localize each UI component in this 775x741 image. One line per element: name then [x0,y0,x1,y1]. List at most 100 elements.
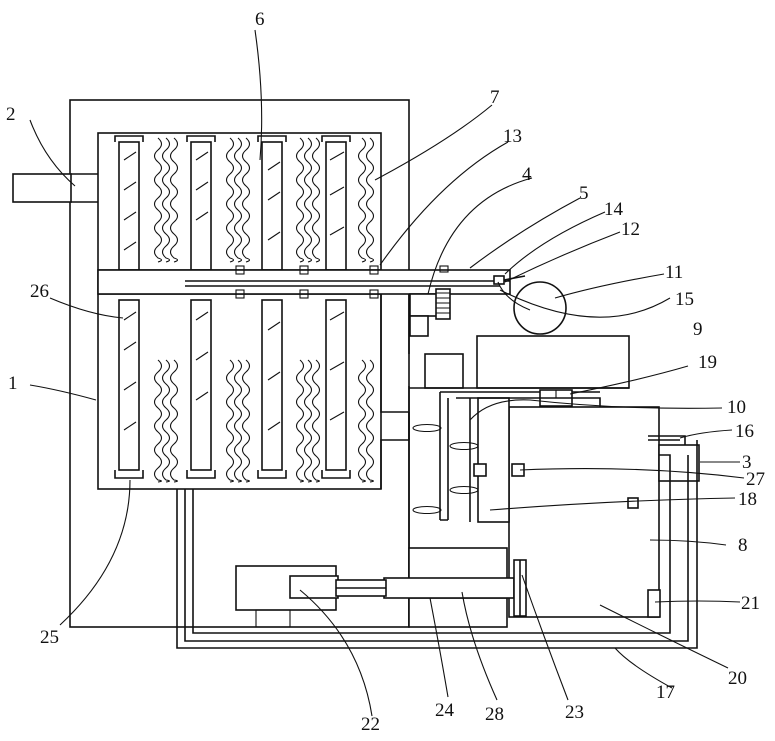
callout-6: 6 [255,9,265,30]
lower-plate-group [114,299,351,479]
leader-5 [469,197,581,269]
leader-14 [504,211,606,275]
leader-7 [374,104,493,181]
roller-1 [235,265,245,275]
leader-2 [29,119,76,187]
leader-23 [521,574,569,701]
leader-13 [379,141,509,266]
housing [69,99,410,628]
callout-18: 18 [738,489,757,510]
heating-wire-upper-9 [311,137,321,263]
heating-wire-lower-11 [365,359,375,483]
leader-18 [489,497,736,511]
small-box [424,353,464,389]
heating-wire-upper-2 [161,137,171,263]
callout-27: 27 [746,469,765,490]
heating-wire-upper-6 [241,137,251,263]
cam-wheel [513,281,567,335]
motor-4 [409,293,439,317]
leader-lines [29,29,745,717]
callout-8: 8 [738,535,748,556]
leader-12 [504,231,621,283]
piston-rod-28 [383,577,515,599]
leader-27 [519,468,745,479]
lower-plate-2 [190,299,212,471]
lower-plate-caps [114,470,351,479]
hole-4 [412,505,442,515]
leader-20 [599,604,729,669]
callout-24: 24 [435,700,455,721]
frame-19 [439,391,600,521]
leader-24 [429,597,449,698]
leader-4 [427,177,533,295]
leader-8 [649,539,727,546]
upper-plate-3 [261,141,283,271]
callout-9: 9 [693,319,703,340]
callout-4: 4 [522,164,532,185]
upper-plate-caps [114,135,351,142]
piece-21 [647,589,661,618]
small-pin [627,497,639,509]
heating-wire-lower-4 [225,359,235,483]
heating-wire-upper-11 [365,137,375,263]
link-arm [503,275,526,281]
heating-wire-lower-10 [357,359,367,483]
roller-6 [369,289,379,299]
leader-6 [254,29,263,161]
callout-5: 5 [579,183,589,204]
callout-20: 20 [728,668,747,689]
heating-wire-upper-1 [153,137,163,263]
callout-1: 1 [8,373,18,394]
roller-4 [235,289,245,299]
leader-10 [469,399,723,421]
leader-1 [29,384,97,401]
heating-wire-upper-8 [303,137,313,263]
leader-21 [654,600,741,603]
callout-7: 7 [490,87,500,108]
leader-15 [499,289,671,318]
callout-11: 11 [665,262,683,283]
callout-28: 28 [485,704,504,725]
heating-wire-upper-5 [233,137,243,263]
leader-17 [614,647,673,689]
heating-wire-lower-1 [153,359,163,483]
pipe-17-outer [176,440,698,649]
upper-plate-2 [190,141,212,271]
callout-12: 12 [621,219,640,240]
roller-3 [369,265,379,275]
heating-wire-lower-8 [303,359,313,483]
callout-26: 26 [30,281,49,302]
heating-wire-lower-3 [169,359,179,483]
roller-2 [299,265,309,275]
callout-10: 10 [727,397,746,418]
leader-28 [461,591,498,701]
callout-15: 15 [675,289,694,310]
lower-plate-1 [118,299,140,471]
callout-13: 13 [503,126,522,147]
callout-23: 23 [565,702,584,723]
motor-foot [255,609,291,628]
slide-block [439,265,449,273]
hole-2 [449,441,479,451]
pipe-17-mid [184,455,689,642]
leader-25 [59,479,131,626]
cam-link [497,281,531,311]
leader-16 [679,429,733,439]
rod-18 [477,397,510,523]
roller-5 [299,289,309,299]
upper-plate-group [114,135,351,271]
callout-14: 14 [604,199,624,220]
heating-wire-lower-6 [241,359,251,483]
leader-19 [569,365,689,395]
leader-22 [299,589,373,717]
lower-plate-3 [261,299,283,471]
plate-hatching [123,151,345,431]
heating-wire-lower-7 [295,359,305,483]
pivot-block [493,275,505,285]
motor-base [409,315,429,337]
lower-plate-4 [325,299,347,471]
leader-11 [554,273,665,299]
leader-26 [49,297,124,319]
